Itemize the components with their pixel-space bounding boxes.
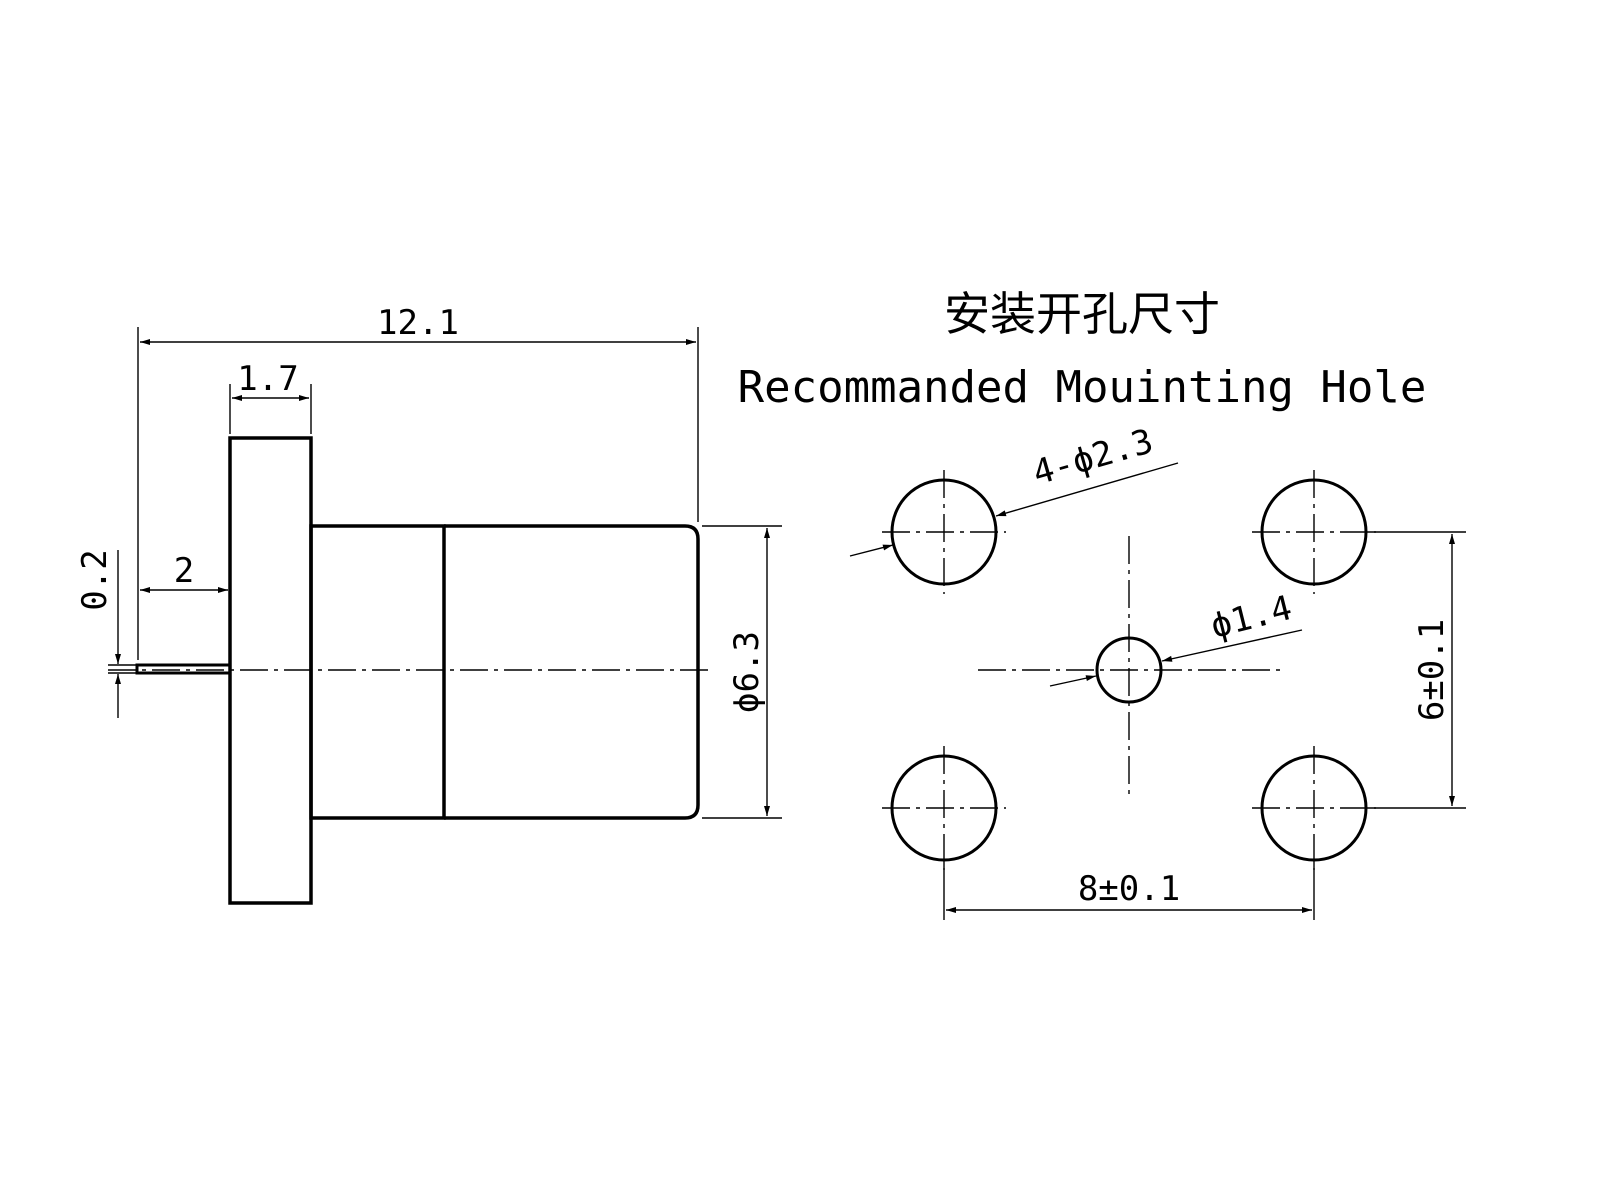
corner-holes-label: 4-ϕ2.3 xyxy=(1028,421,1157,493)
contact-pin xyxy=(135,663,232,675)
body-section-rear xyxy=(309,524,446,820)
flange-thickness-label: 1.7 xyxy=(237,359,298,399)
body-section-front xyxy=(444,524,700,820)
leader-center-hole xyxy=(1161,629,1303,662)
center-hole-label: ϕ1.4 xyxy=(1207,588,1296,647)
title-english: Recommanded Mouinting Hole xyxy=(738,362,1427,413)
side-view: 12.1 1.7 2 0.2 ϕ6.3 xyxy=(75,303,782,905)
pin-length-label: 2 xyxy=(174,551,194,591)
leader-corner-holes xyxy=(995,462,1179,517)
horizontal-spacing-label: 8±0.1 xyxy=(1078,869,1180,909)
overall-length-label: 12.1 xyxy=(377,303,459,343)
pin-thickness-label: 0.2 xyxy=(75,549,115,610)
vertical-spacing-label: 6±0.1 xyxy=(1412,619,1452,721)
title-chinese: 安装开孔尺寸 xyxy=(944,287,1220,341)
mounting-hole-view: 4-ϕ2.3 ϕ1.4 8±0.1 6±0.1 xyxy=(849,421,1466,920)
body-diameter-label: ϕ6.3 xyxy=(727,631,767,713)
